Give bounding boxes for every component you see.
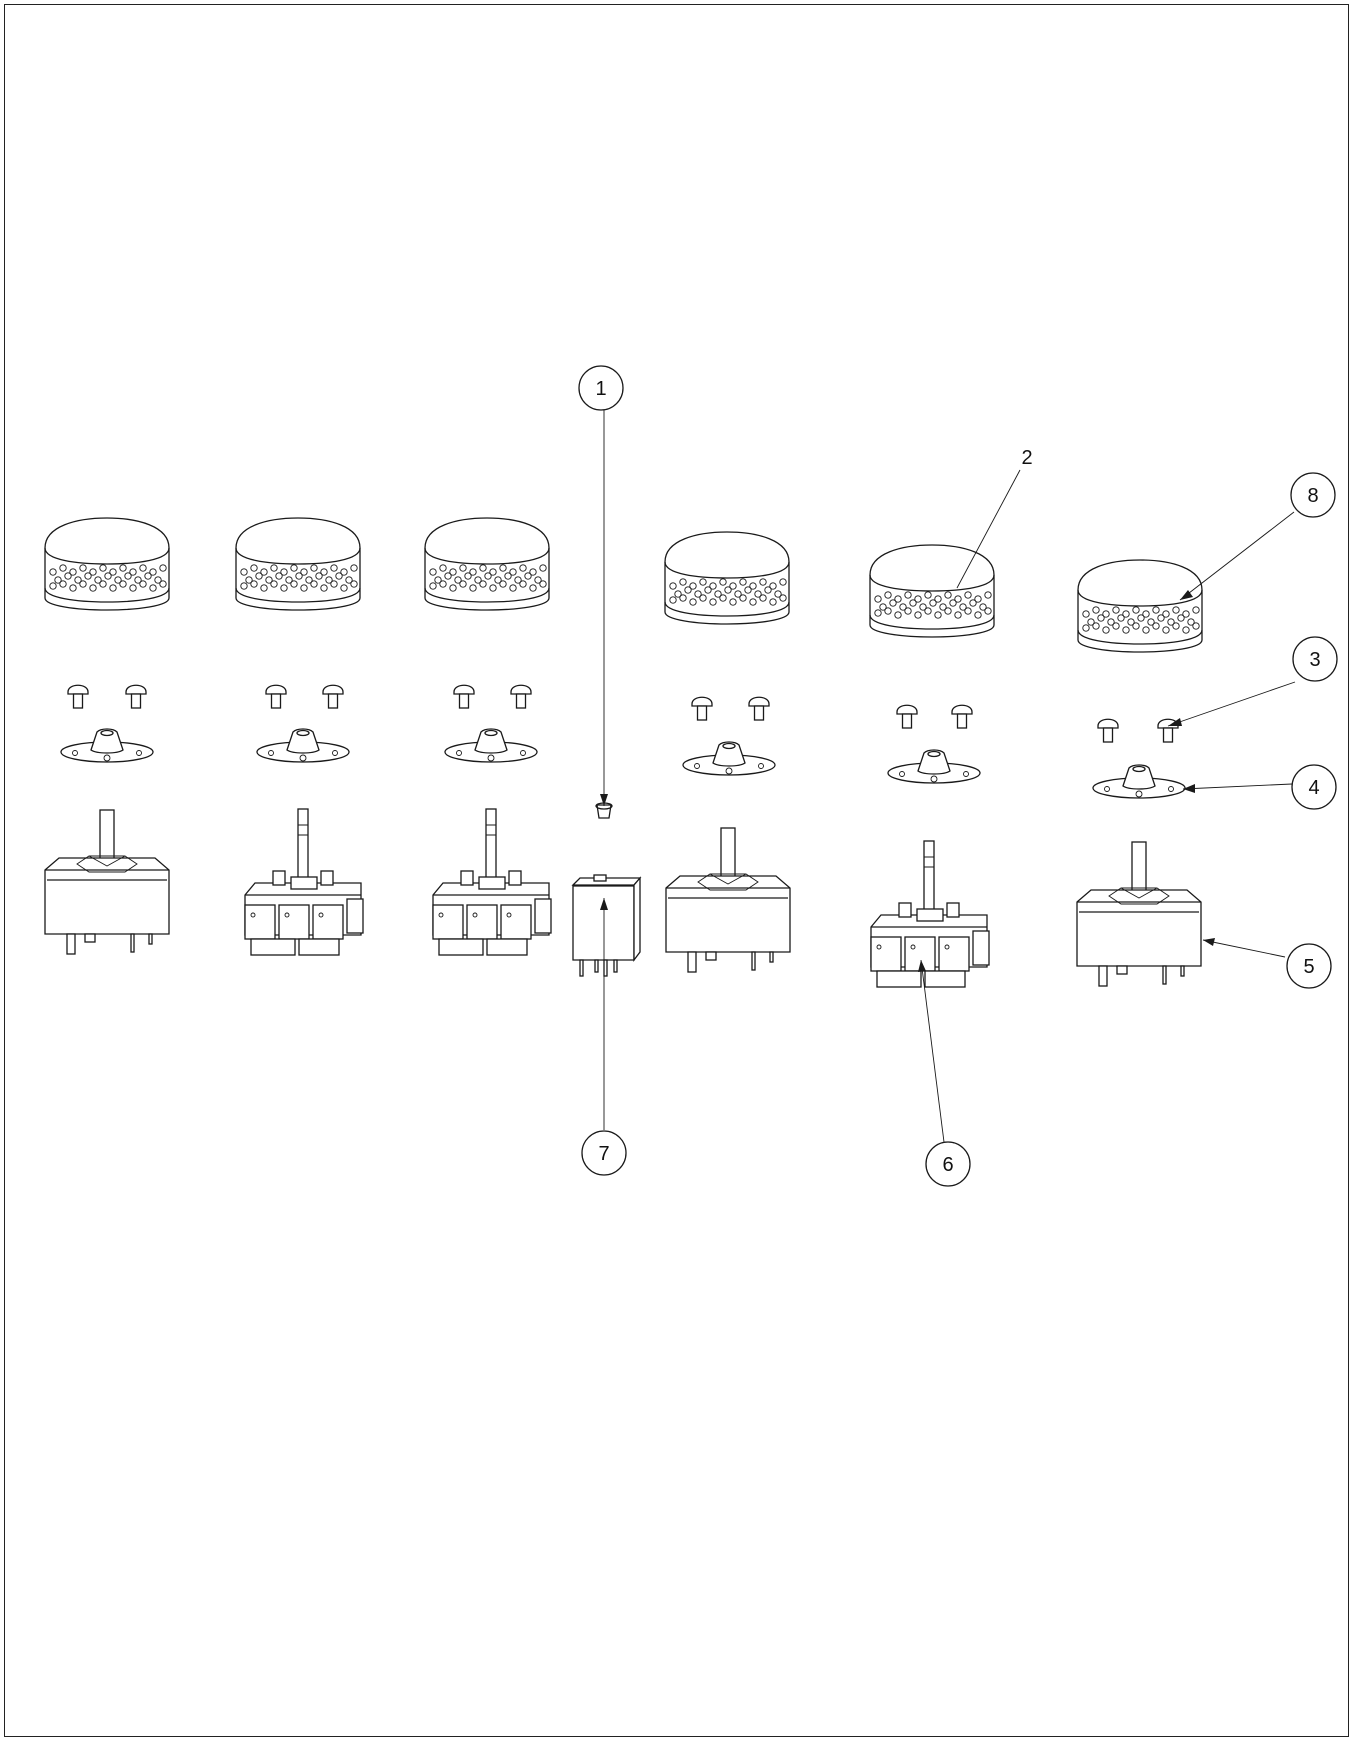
assembly-column-5 <box>664 531 791 973</box>
svg-text:7: 7 <box>598 1143 609 1165</box>
svg-text:5: 5 <box>1303 956 1314 978</box>
assembly-column-4 <box>571 802 642 977</box>
assembly-column-2 <box>235 517 364 956</box>
callout-8: 8 <box>1290 472 1336 518</box>
callout-1: 1 <box>578 365 624 411</box>
assembly-column-6 <box>869 544 995 988</box>
callout-7: 7 <box>581 1130 627 1176</box>
assembly-column-7 <box>1076 559 1203 987</box>
svg-text:2: 2 <box>1021 447 1032 469</box>
svg-text:1: 1 <box>595 378 606 400</box>
callout-4: 4 <box>1291 764 1337 810</box>
svg-text:6: 6 <box>942 1154 953 1176</box>
assembly-column-1 <box>44 517 170 955</box>
leader-lines <box>600 410 1296 1151</box>
callout-6: 6 <box>925 1141 971 1187</box>
callout-3: 3 <box>1292 636 1338 682</box>
svg-text:3: 3 <box>1309 649 1320 671</box>
svg-text:4: 4 <box>1308 777 1319 799</box>
drawing-border <box>4 4 1349 1737</box>
callout-5: 5 <box>1286 943 1332 989</box>
callout-2: 2 <box>1021 447 1032 469</box>
svg-text:8: 8 <box>1307 485 1318 507</box>
assembly-column-3 <box>424 517 552 956</box>
